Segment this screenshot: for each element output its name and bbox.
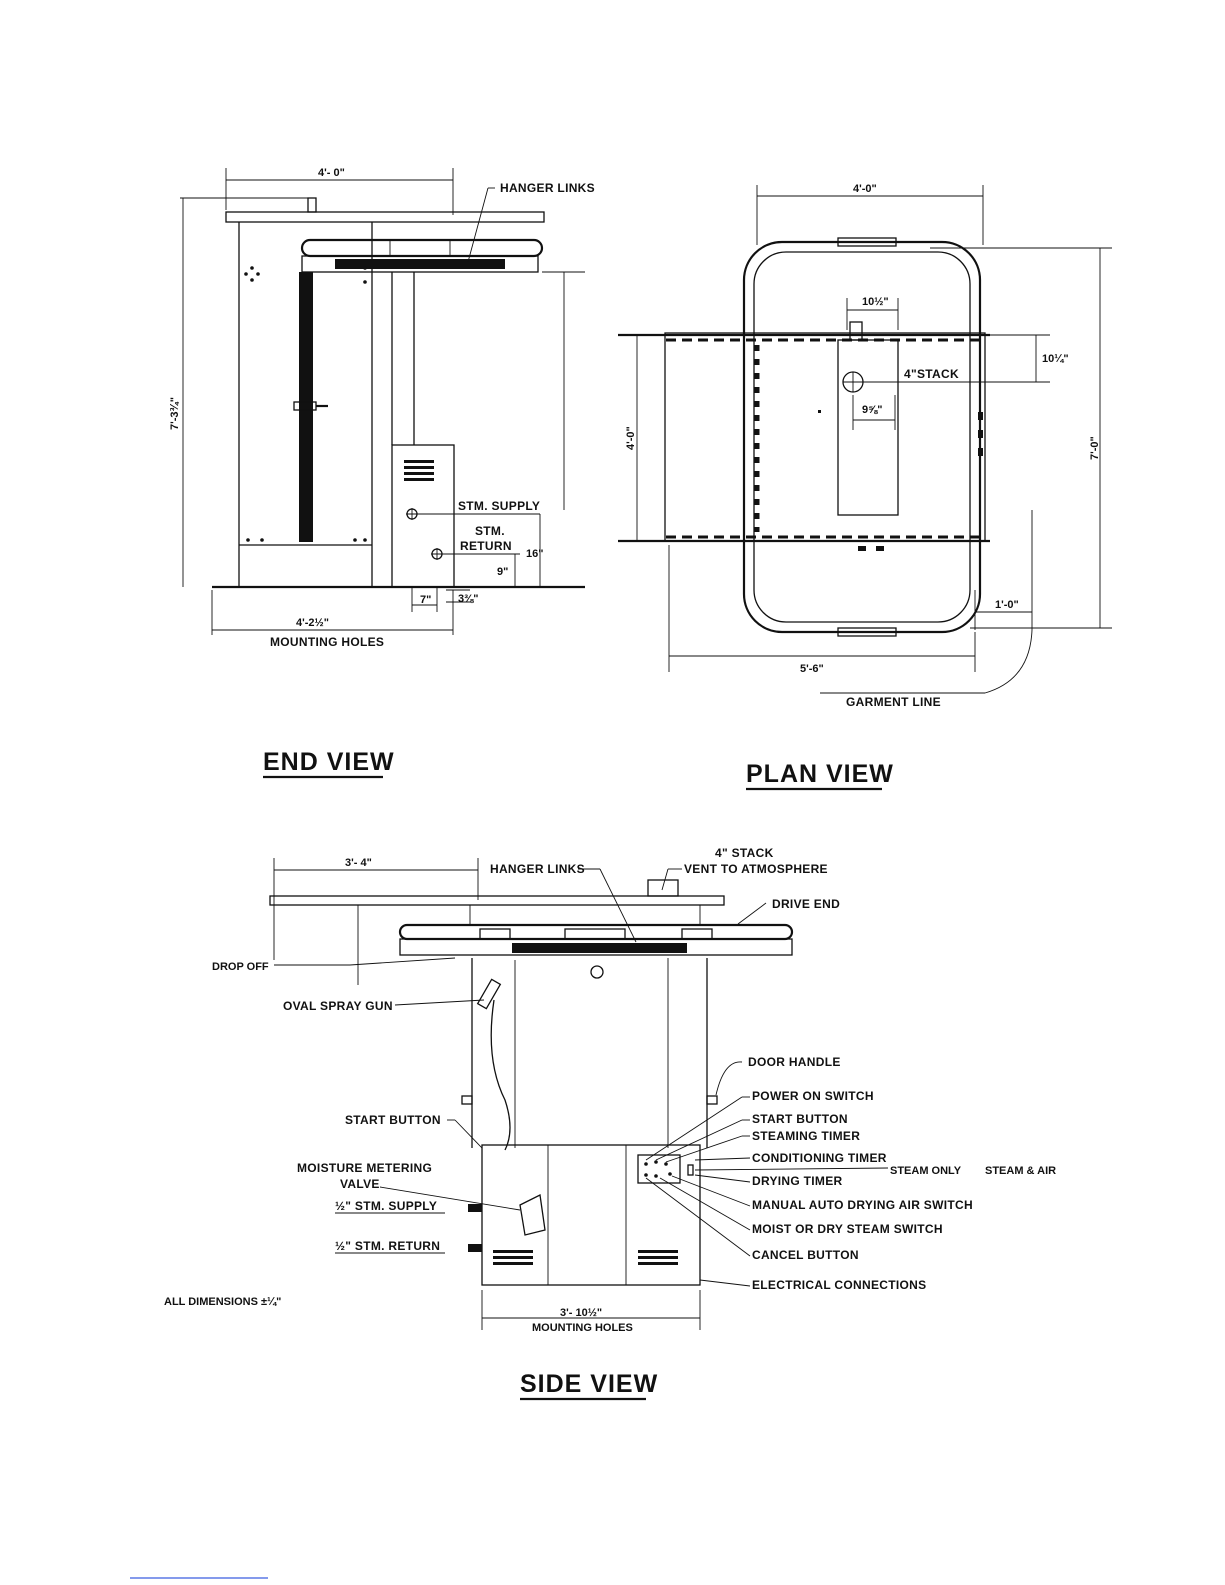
plan-width-top-label: 4'-0" <box>853 183 877 195</box>
side-steaming-timer-label: STEAMING TIMER <box>752 1129 860 1143</box>
plan-stack-label: 4"STACK <box>904 367 959 381</box>
plan-dim-10-half-label: 10½" <box>862 296 889 308</box>
end-view: 4'- 0" 7'-3¾" HANGER LINKS <box>169 167 595 779</box>
side-drive-end-label: DRIVE END <box>772 897 840 911</box>
end-dim-7-label: 7" <box>420 594 431 606</box>
side-power-on-label: POWER ON SWITCH <box>752 1089 874 1103</box>
side-mounting-holes-label: MOUNTING HOLES <box>532 1322 633 1334</box>
end-dim-9-label: 9" <box>497 566 508 578</box>
side-moisture-label-2: VALVE <box>340 1177 380 1191</box>
side-start-button-left-label: START BUTTON <box>345 1113 441 1127</box>
side-stm-supply-label: ½" STM. SUPPLY <box>335 1199 437 1213</box>
plan-view: 4'-0" 10½" 10¼" 4"STACK <box>618 183 1112 791</box>
side-door-handle-label: DOOR HANDLE <box>748 1055 841 1069</box>
plan-dim-1-0-label: 1'-0" <box>995 599 1019 611</box>
side-manual-auto-label: MANUAL AUTO DRYING AIR SWITCH <box>752 1198 973 1212</box>
end-mounting-holes-label: MOUNTING HOLES <box>270 635 384 649</box>
end-stm-supply-label: STM. SUPPLY <box>458 499 540 513</box>
side-start-button-right-label: START BUTTON <box>752 1112 848 1126</box>
side-cancel-button-label: CANCEL BUTTON <box>752 1248 859 1262</box>
side-moisture-label-1: MOISTURE METERING <box>297 1161 432 1175</box>
plan-dim-4-0-label: 4'-0" <box>625 426 637 450</box>
side-stm-return-label: ½" STM. RETURN <box>335 1239 440 1253</box>
plan-dim-7-0-label: 7'-0" <box>1089 436 1101 460</box>
plan-dim-5-6-label: 5'-6" <box>800 663 824 675</box>
end-stm-return-label-1: STM. <box>475 524 505 538</box>
end-stm-return-label-2: RETURN <box>460 539 512 553</box>
end-dim-3-3-8-label: 3⅜" <box>458 593 479 605</box>
end-mounting-dim-label: 4'-2½" <box>296 617 329 629</box>
all-dimensions-note: ALL DIMENSIONS ±¼" <box>164 1296 281 1308</box>
side-steam-air-label: STEAM & AIR <box>985 1165 1056 1177</box>
side-drying-timer-label: DRYING TIMER <box>752 1174 843 1188</box>
side-conditioning-timer-label: CONDITIONING TIMER <box>752 1151 887 1165</box>
side-view: 3'- 4" DROP OFF OVAL SPRAY GUN HANGER LI… <box>164 846 1056 1401</box>
side-hanger-links-label: HANGER LINKS <box>490 862 585 876</box>
side-stack-label-2: VENT TO ATMOSPHERE <box>684 862 828 876</box>
plan-dim-10-quarter-label: 10¼" <box>1042 353 1069 365</box>
side-stack-label-1: 4" STACK <box>715 846 774 860</box>
side-mounting-dim-label: 3'- 10½" <box>560 1307 602 1319</box>
side-drop-off-label: DROP OFF <box>212 961 269 973</box>
side-view-title: SIDE VIEW <box>520 1370 658 1398</box>
plan-dim-9-5-8-label: 9⅝" <box>862 404 883 416</box>
side-steam-only-label: STEAM ONLY <box>890 1165 962 1177</box>
end-width-top-label: 4'- 0" <box>318 167 345 179</box>
side-moist-dry-label: MOIST OR DRY STEAM SWITCH <box>752 1222 943 1236</box>
end-hanger-links-label: HANGER LINKS <box>500 181 595 195</box>
end-dim-16-label: 16" <box>526 548 543 560</box>
plan-view-title: PLAN VIEW <box>746 760 894 788</box>
end-view-title: END VIEW <box>263 748 395 776</box>
plan-garment-line-label: GARMENT LINE <box>846 695 941 709</box>
side-dim-3-4-label: 3'- 4" <box>345 857 372 869</box>
end-height-total-label: 7'-3¾" <box>169 397 181 430</box>
side-spray-gun-label: OVAL SPRAY GUN <box>283 999 393 1013</box>
side-electrical-label: ELECTRICAL CONNECTIONS <box>752 1278 926 1292</box>
